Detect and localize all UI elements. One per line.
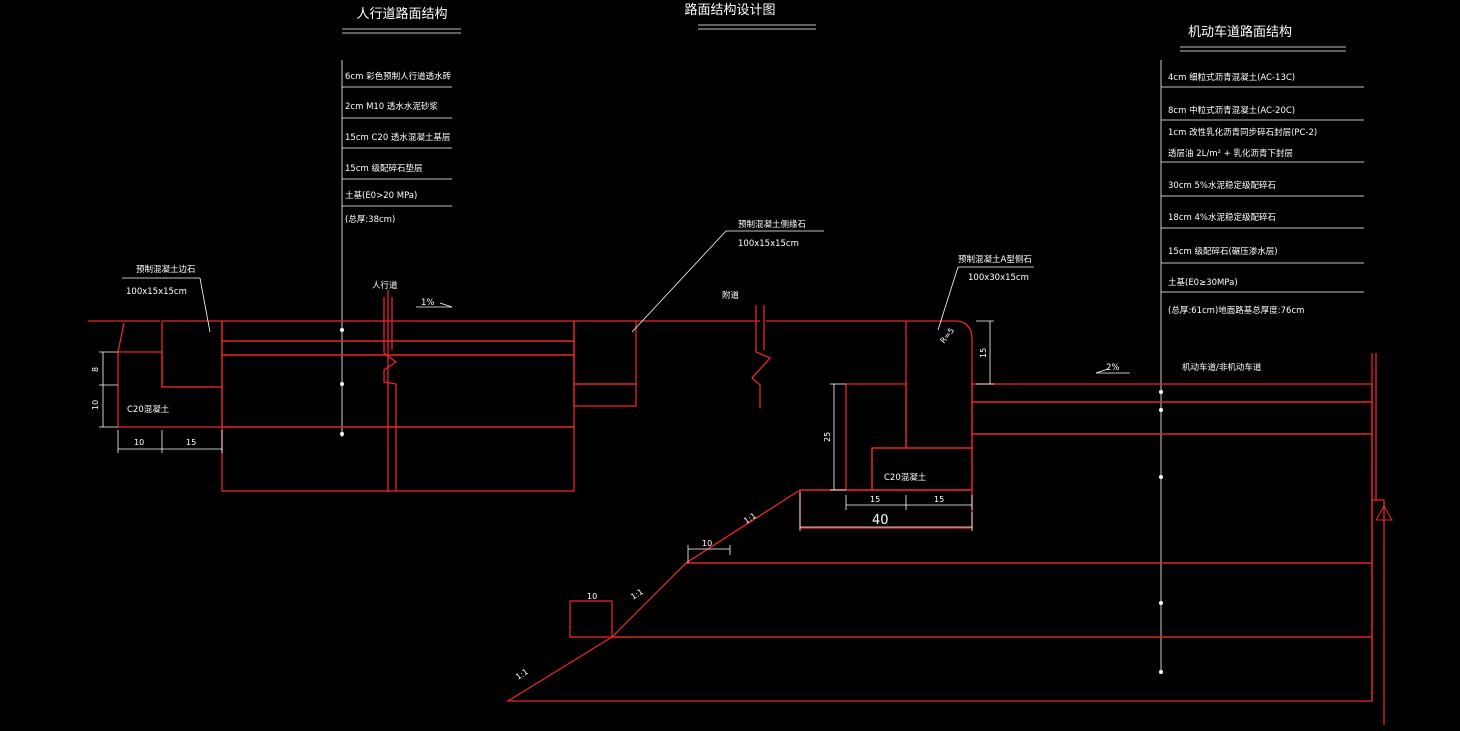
slope-arrow-road bbox=[1095, 368, 1130, 374]
sidewalk-layer-1: 6cm 彩色预制人行道透水砖 bbox=[345, 71, 452, 82]
dim-15-a: 15 bbox=[870, 495, 880, 504]
roadway-layer-4: 透层油 2L/m² + 乳化沥青下封层 bbox=[1168, 148, 1293, 159]
sidewalk-layer-3: 15cm C20 透水混凝土基层 bbox=[345, 132, 450, 143]
dim-8: 8 bbox=[91, 367, 100, 372]
slope-road: 2% bbox=[1106, 363, 1120, 373]
mid-stone-label: 预制混凝土侧缘石 bbox=[738, 219, 806, 230]
roadway-section bbox=[505, 320, 1393, 725]
roadway-layer-7: 15cm 级配碎石(碾压渗水层) bbox=[1168, 246, 1278, 257]
edge-stone-leader bbox=[122, 277, 211, 333]
roadway-layer-3: 1cm 改性乳化沥青同步碎石封层(PC-2) bbox=[1168, 127, 1317, 138]
sidewalk-layer-5: 土基(E0>20 MPa) bbox=[345, 190, 417, 201]
dim-25: 25 bbox=[823, 432, 832, 442]
kerb-radius: R=5 bbox=[938, 326, 956, 345]
road-tag: 机动车道/非机动车道 bbox=[1182, 362, 1262, 373]
dim-10-box: 10 bbox=[587, 592, 597, 601]
mid-stone-leader bbox=[631, 230, 824, 333]
dim-40: 40 bbox=[872, 513, 889, 528]
dim-10-vertical: 10 bbox=[91, 400, 100, 410]
dim-15-b: 15 bbox=[934, 495, 944, 504]
roadway-total: (总厚:61cm)地面路基总厚度:76cm bbox=[1168, 305, 1304, 316]
dim-15-left: 15 bbox=[186, 438, 196, 447]
roadway-layer-6: 18cm 4%水泥稳定级配碎石 bbox=[1168, 212, 1276, 223]
slope-ratio-1: 1:1 bbox=[742, 511, 758, 526]
sidewalk-total: (总厚:38cm) bbox=[345, 214, 395, 225]
kerb-label: 预制混凝土A型侧石 bbox=[958, 254, 1032, 265]
sidewalk-section bbox=[88, 290, 906, 492]
dim-15-kerb: 15 bbox=[979, 348, 988, 358]
slope-arrow-sidewalk bbox=[416, 302, 453, 308]
roadway-layer-1: 4cm 细粒式沥青混凝土(AC-13C) bbox=[1168, 72, 1295, 83]
edge-stone-size: 100x15x15cm bbox=[126, 287, 187, 297]
roadway-leader-lines bbox=[1159, 60, 1364, 674]
roadway-title: 机动车道路面结构 bbox=[1188, 24, 1292, 40]
roadway-layer-8: 土基(E0≥30MPa) bbox=[1168, 277, 1238, 288]
sidewalk-title: 人行道路面结构 bbox=[356, 6, 447, 22]
sidewalk-layer-4: 15cm 级配碎石垫层 bbox=[345, 163, 422, 174]
concrete-right: C20混凝土 bbox=[884, 472, 927, 483]
main-title-underline bbox=[698, 24, 816, 30]
break-tag: 附道 bbox=[722, 290, 740, 301]
edge-stone-label: 预制混凝土边石 bbox=[136, 264, 196, 275]
sidewalk-title-underline bbox=[342, 28, 461, 34]
slope-ratio-2: 1:1 bbox=[629, 587, 645, 602]
main-title: 路面结构设计图 bbox=[684, 2, 775, 18]
roadway-layer-5: 30cm 5%水泥稳定级配碎石 bbox=[1168, 180, 1276, 191]
dimension-lines bbox=[99, 320, 994, 563]
kerb-size: 100x30x15cm bbox=[968, 273, 1029, 283]
mid-stone-size: 100x15x15cm bbox=[738, 239, 799, 249]
sidewalk-tag: 人行道 bbox=[372, 280, 398, 291]
sidewalk-leader-lines bbox=[340, 60, 452, 437]
dim-10: 10 bbox=[134, 438, 144, 447]
slope-sidewalk: 1% bbox=[421, 298, 435, 308]
slope-ratio-3: 1:1 bbox=[514, 667, 530, 682]
concrete-left: C20混凝土 bbox=[127, 404, 170, 415]
break-mark bbox=[751, 305, 772, 408]
roadway-title-underline bbox=[1180, 46, 1346, 52]
sidewalk-layer-2: 2cm M10 透水水泥砂浆 bbox=[345, 101, 438, 112]
dim-10-step: 10 bbox=[702, 539, 712, 548]
kerb-leader bbox=[937, 266, 1034, 331]
roadway-layer-2: 8cm 中粒式沥青混凝土(AC-20C) bbox=[1168, 105, 1295, 116]
